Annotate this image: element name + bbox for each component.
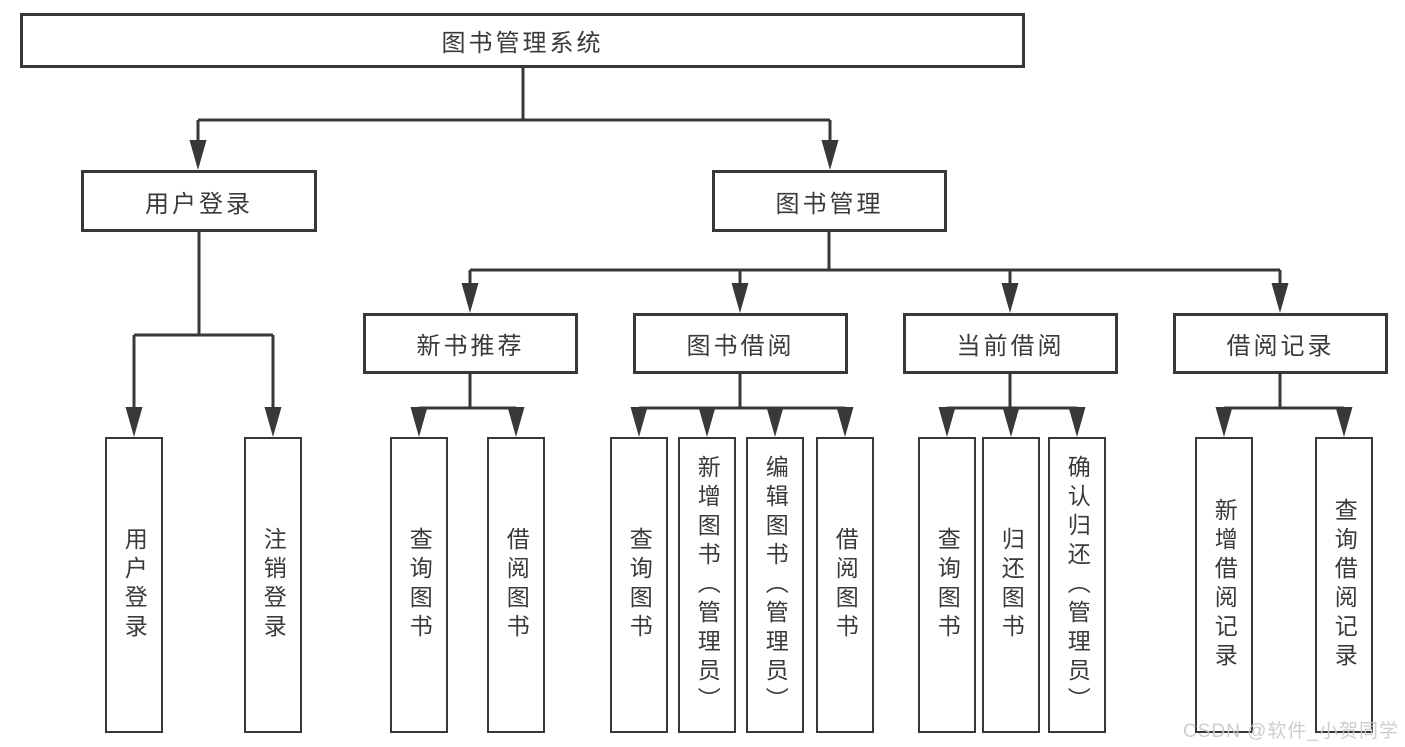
connector-borrow-records-children <box>1215 374 1353 437</box>
arrowhead <box>410 407 428 437</box>
node-book-borrowing: 图书借阅 <box>633 313 848 374</box>
connector-new-book-recommend-children <box>410 374 525 437</box>
leaf-return-books: 归还图书 <box>982 437 1040 733</box>
arrowhead <box>938 407 956 437</box>
node-label: 新书推荐 <box>416 333 525 360</box>
arrowhead <box>1001 283 1019 313</box>
node-user-login: 用户登录 <box>81 170 317 232</box>
node-library-system: 图书管理系统 <box>20 13 1025 68</box>
arrowhead <box>731 283 749 313</box>
leaf-label: 查询借阅记录 <box>1331 498 1358 672</box>
arrowhead <box>630 407 648 437</box>
arrowhead <box>698 407 716 437</box>
connector-book-mgmt-to-level3 <box>461 232 1289 313</box>
leaf-add-books-admin: 新增图书（管理员） <box>678 437 736 733</box>
node-current-borrowing: 当前借阅 <box>903 313 1118 374</box>
node-label: 用户登录 <box>145 190 253 218</box>
connector-book-borrowing-children <box>630 374 854 437</box>
leaf-query-books-recommend: 查询图书 <box>390 437 448 733</box>
leaf-query-books-borrowing: 查询图书 <box>610 437 668 733</box>
leaf-label: 查询图书 <box>934 527 961 643</box>
leaf-label: 新增借阅记录 <box>1211 498 1238 672</box>
arrowhead <box>1215 407 1233 437</box>
leaf-add-borrow-record: 新增借阅记录 <box>1195 437 1253 733</box>
leaf-label: 查询图书 <box>626 527 653 643</box>
arrowhead <box>766 407 784 437</box>
arrowhead <box>836 407 854 437</box>
connector-user-login-children <box>125 232 282 437</box>
arrowhead <box>125 407 143 437</box>
arrowhead <box>1271 283 1289 313</box>
node-new-book-recommend: 新书推荐 <box>363 313 578 374</box>
leaf-label: 查询图书 <box>406 527 433 643</box>
node-book-management: 图书管理 <box>712 170 947 232</box>
leaf-logout: 注销登录 <box>244 437 302 733</box>
arrowhead <box>507 407 525 437</box>
leaf-confirm-return-admin: 确认归还（管理员） <box>1048 437 1106 733</box>
arrowhead <box>461 283 479 313</box>
leaf-label: 确认归还（管理员） <box>1064 454 1091 716</box>
node-label: 图书借阅 <box>686 333 795 360</box>
leaf-label: 借阅图书 <box>503 527 530 643</box>
connector-current-borrowing-children <box>938 374 1086 437</box>
arrowhead <box>264 407 282 437</box>
leaf-label: 用户登录 <box>121 527 148 643</box>
leaf-query-borrow-record: 查询借阅记录 <box>1315 437 1373 733</box>
arrowhead <box>1068 407 1086 437</box>
arrowhead <box>1002 407 1020 437</box>
leaf-borrow-books-borrowing: 借阅图书 <box>816 437 874 733</box>
leaf-label: 编辑图书（管理员） <box>762 454 789 716</box>
leaf-label: 归还图书 <box>998 527 1025 643</box>
arrowhead <box>1335 407 1353 437</box>
leaf-label: 注销登录 <box>260 527 287 643</box>
node-borrow-records: 借阅记录 <box>1173 313 1388 374</box>
leaf-label: 借阅图书 <box>832 527 859 643</box>
leaf-edit-books-admin: 编辑图书（管理员） <box>746 437 804 733</box>
arrowhead <box>189 140 207 170</box>
leaf-query-books-current: 查询图书 <box>918 437 976 733</box>
csdn-watermark: CSDN @软件_小贺同学 <box>1183 721 1399 742</box>
node-label: 图书管理 <box>775 190 884 218</box>
connector-root-to-level2 <box>189 68 839 170</box>
arrowhead <box>821 140 839 170</box>
node-label: 图书管理系统 <box>441 30 604 57</box>
node-label: 当前借阅 <box>956 333 1065 360</box>
leaf-user-login: 用户登录 <box>105 437 163 733</box>
leaf-label: 新增图书（管理员） <box>694 454 721 716</box>
leaf-borrow-books-recommend: 借阅图书 <box>487 437 545 733</box>
node-label: 借阅记录 <box>1226 333 1335 360</box>
